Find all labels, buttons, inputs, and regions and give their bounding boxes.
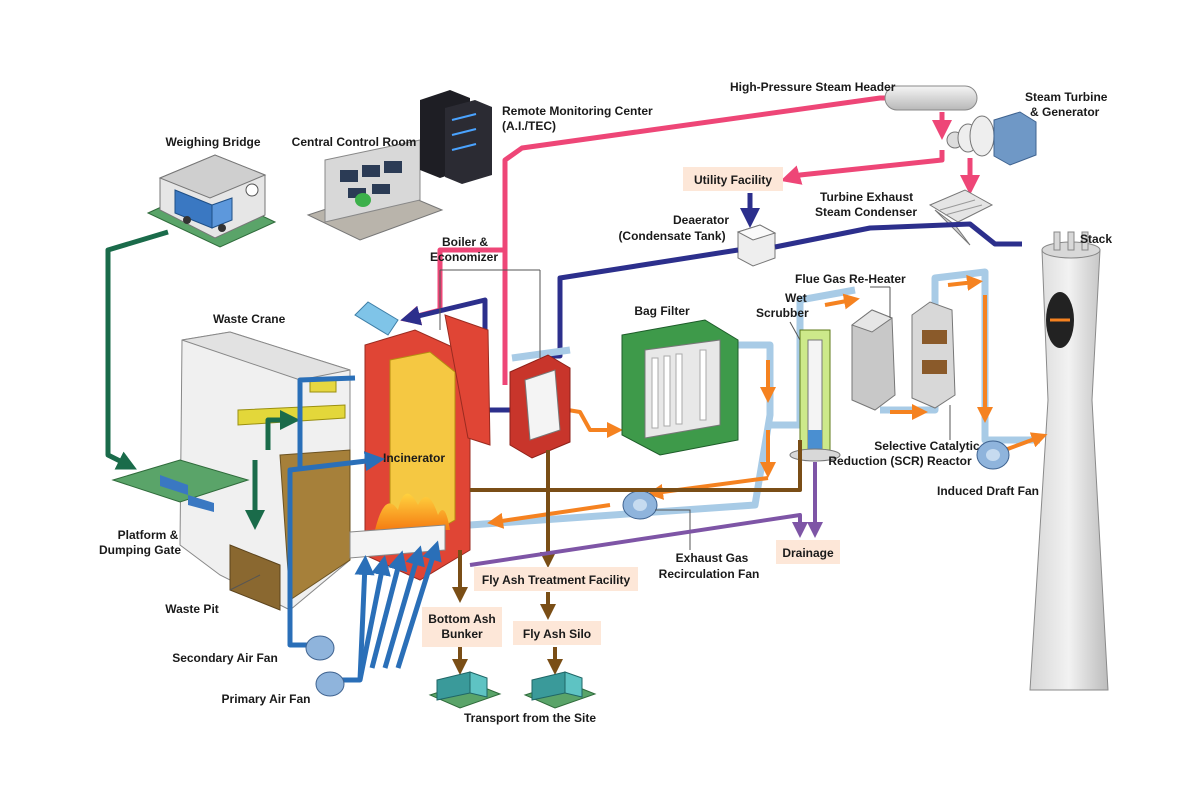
gas-arrow-scr-out xyxy=(947,274,983,291)
primary-air-line-1 xyxy=(335,555,375,683)
fan-icon xyxy=(315,671,345,697)
flue-gas-duct-scr xyxy=(880,268,1040,444)
fan-icon xyxy=(976,440,1010,470)
waste-pit-leader xyxy=(229,574,261,591)
bag-filter xyxy=(621,319,739,456)
deaerator xyxy=(736,224,777,267)
truck-icon xyxy=(523,671,597,709)
fan-icon xyxy=(305,635,335,661)
bag-filter-label: Bag Filter xyxy=(634,304,690,318)
primary-air-line-3 xyxy=(369,550,408,669)
server-icon xyxy=(420,90,492,184)
condenser-sublabel: Steam Condenser xyxy=(815,205,917,219)
gas-arrow-bagfilter-in xyxy=(567,408,623,438)
turbine-icon xyxy=(946,111,1037,166)
remote-monitoring-label: Remote Monitoring Center xyxy=(502,104,653,118)
utility-facility-box xyxy=(683,167,783,191)
economizer xyxy=(509,354,571,459)
egr-fan-label: Exhaust Gas xyxy=(676,551,749,565)
bottom-ash-box xyxy=(422,607,502,647)
boiler-label: Boiler & xyxy=(442,235,488,249)
central-control-room-label: Central Control Room xyxy=(292,135,417,149)
fire-icon xyxy=(375,493,450,530)
bottom-ash-sublabel: Bunker xyxy=(441,627,483,641)
induced-draft-fan-label: Induced Draft Fan xyxy=(937,484,1039,498)
egr-fan-leader xyxy=(655,509,691,550)
hp-steam-header xyxy=(884,85,978,111)
fly-ash-silo-label: Fly Ash Silo xyxy=(523,627,591,641)
condensate-line-main xyxy=(774,221,1022,250)
fly-ash-silo-box xyxy=(513,621,601,645)
waste-flow-hopper xyxy=(265,410,300,450)
gas-arrow-stack xyxy=(1004,432,1048,452)
drainage-label: Drainage xyxy=(782,546,834,560)
waste-crane-label: Waste Crane xyxy=(213,312,286,326)
truck-icon xyxy=(160,475,214,512)
weighing-bridge-label: Weighing Bridge xyxy=(165,135,260,149)
bottom-ash-label: Bottom Ash xyxy=(428,612,496,626)
secondary-air-fan-label: Secondary Air Fan xyxy=(172,651,278,665)
deaerator-label: Deaerator xyxy=(673,213,729,227)
gas-arrow-recirc xyxy=(487,503,611,529)
scr-reactor xyxy=(911,301,956,409)
waste-pit-building xyxy=(179,331,351,611)
wet-scrubber xyxy=(789,329,841,462)
central-control-room xyxy=(306,139,444,241)
flue-gas-reheater-label: Flue Gas Re-Heater xyxy=(795,272,906,286)
waste-flow-line xyxy=(105,229,169,470)
ash-line-main xyxy=(470,440,802,492)
egr-fan-sublabel: Recirculation Fan xyxy=(659,567,760,581)
flue-gas-duct-main xyxy=(469,341,774,529)
wet-scrubber-leader xyxy=(789,321,801,341)
incinerator xyxy=(349,301,491,581)
primary-air-line-5 xyxy=(395,540,442,669)
platform-sublabel: Dumping Gate xyxy=(99,543,181,557)
drainage-line-main xyxy=(469,513,808,567)
steam-line-utility xyxy=(780,150,945,185)
steam-turbine-sublabel: & Generator xyxy=(1030,105,1100,119)
remote-monitoring-sublabel: (A.I./TEC) xyxy=(502,119,556,133)
stack xyxy=(1029,231,1109,691)
primary-air-line-4 xyxy=(382,545,425,669)
wet-scrubber-label: Wet xyxy=(785,291,807,305)
steam-turbine-label: Steam Turbine xyxy=(1025,90,1108,104)
primary-air-line-2 xyxy=(357,555,391,681)
boiler-sublabel: Economizer xyxy=(430,250,498,264)
gas-arrow-reheater xyxy=(824,293,860,310)
primary-air-fan-label: Primary Air Fan xyxy=(222,692,311,706)
utility-facility-label: Utility Facility xyxy=(694,173,772,187)
transport-label: Transport from the Site xyxy=(464,711,596,725)
truck-icon xyxy=(428,671,502,709)
stack-label: Stack xyxy=(1080,232,1112,246)
flue-gas-duct-boiler xyxy=(511,346,571,362)
waste-pit-label: Waste Pit xyxy=(165,602,219,616)
wet-scrubber-sublabel: Scrubber xyxy=(756,306,809,320)
fan-icon xyxy=(622,490,658,520)
scr-sublabel: Reduction (SCR) Reactor xyxy=(828,454,972,468)
truck-icon xyxy=(174,189,233,232)
weighing-bridge xyxy=(146,154,277,248)
incinerator-label: Incinerator xyxy=(383,451,445,465)
secondary-air-crane xyxy=(297,375,356,470)
scr-label: Selective Catalytic xyxy=(874,439,980,453)
platform-label: Platform & xyxy=(118,528,179,542)
fly-ash-treatment-label: Fly Ash Treatment Facility xyxy=(482,573,631,587)
secondary-air-line xyxy=(287,451,385,648)
hp-steam-header-label: High-Pressure Steam Header xyxy=(730,80,896,94)
condenser-label: Turbine Exhaust xyxy=(820,190,913,204)
fly-ash-treatment-box xyxy=(474,567,638,591)
steam-line xyxy=(502,95,885,385)
computer-icon xyxy=(340,161,402,198)
deaerator-sublabel: (Condensate Tank) xyxy=(618,229,725,243)
platform-dumping-gate xyxy=(111,459,250,512)
drainage-box xyxy=(776,540,840,564)
flue-gas-reheater xyxy=(850,309,896,411)
